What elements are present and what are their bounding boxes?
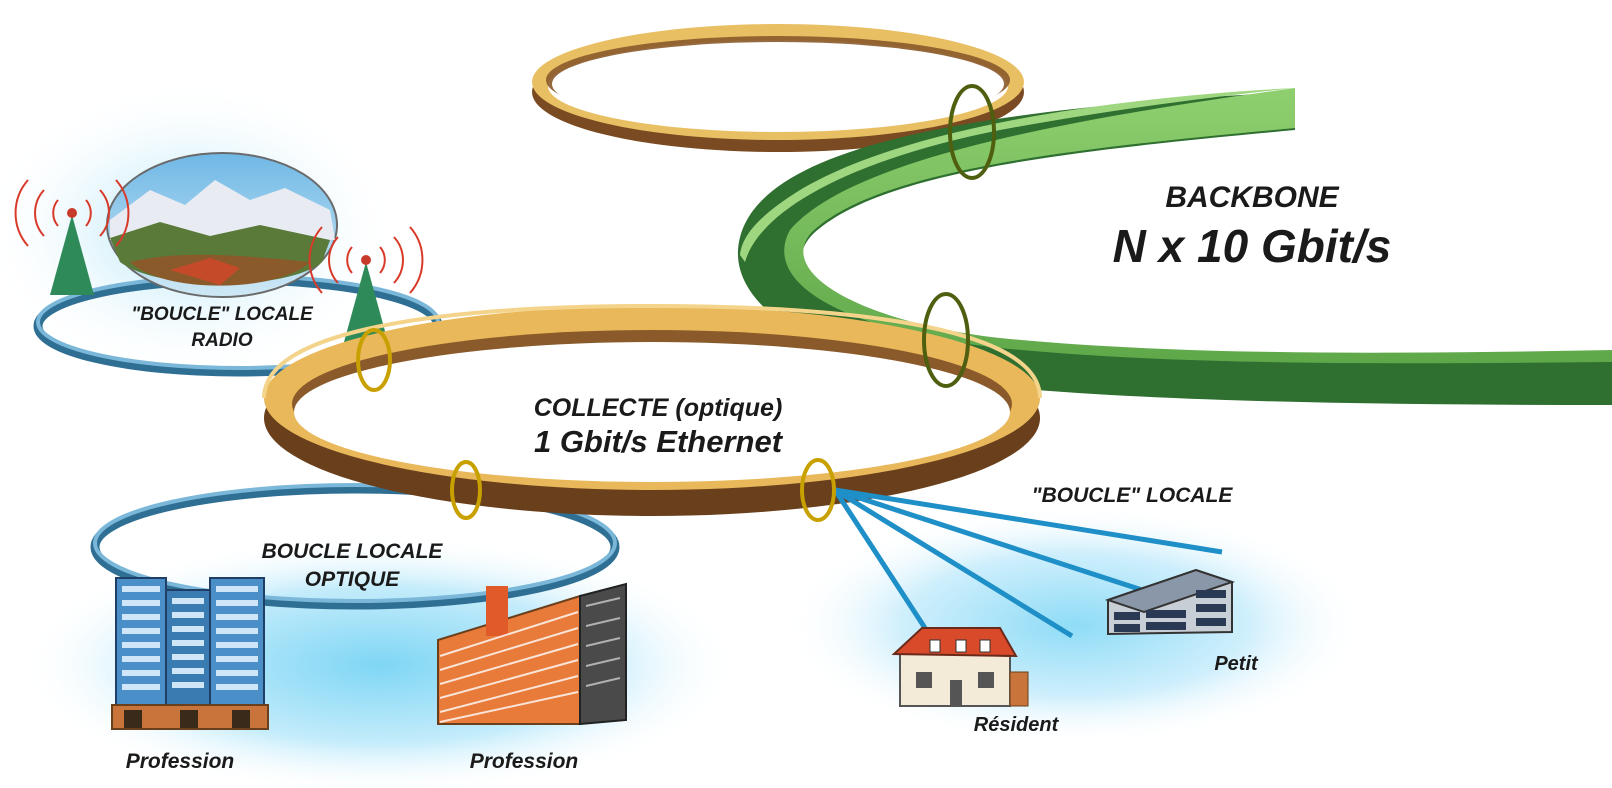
house-icon xyxy=(891,627,1029,707)
optical-local-ring xyxy=(90,483,620,610)
small-building-icon xyxy=(1104,568,1236,636)
radio-loop-sublabel: RADIO xyxy=(191,330,252,351)
collecte-title: COLLECTE (optique) xyxy=(534,394,783,422)
office-tower-icon xyxy=(111,577,269,730)
access-lines xyxy=(832,487,1223,639)
upper-ring xyxy=(532,24,1024,152)
optique-loop-sublabel: OPTIQUE xyxy=(305,568,401,591)
petit-label: Petit xyxy=(1214,653,1259,675)
radio-tower-icon xyxy=(308,226,424,342)
backbone-speed: N x 10 Gbit/s xyxy=(1113,220,1392,272)
backbone-title: BACKBONE xyxy=(1165,181,1339,214)
landscape-icon xyxy=(106,152,338,298)
profession-label-left: Profession xyxy=(126,750,235,773)
collecte-speed: 1 Gbit/s Ethernet xyxy=(534,424,784,459)
copper-loop-label: "BOUCLE" LOCALE xyxy=(1032,484,1234,507)
radio-loop-label: "BOUCLE" LOCALE xyxy=(131,304,314,325)
optique-loop-label: BOUCLE LOCALE xyxy=(262,540,444,563)
coupler-icon xyxy=(356,84,996,522)
radio-tower-icon xyxy=(14,179,130,295)
profession-label-middle: Profession xyxy=(470,750,579,773)
glow-bottom-right xyxy=(785,505,1365,745)
apartment-building-icon xyxy=(437,582,627,726)
resident-label: Résident xyxy=(974,714,1060,736)
